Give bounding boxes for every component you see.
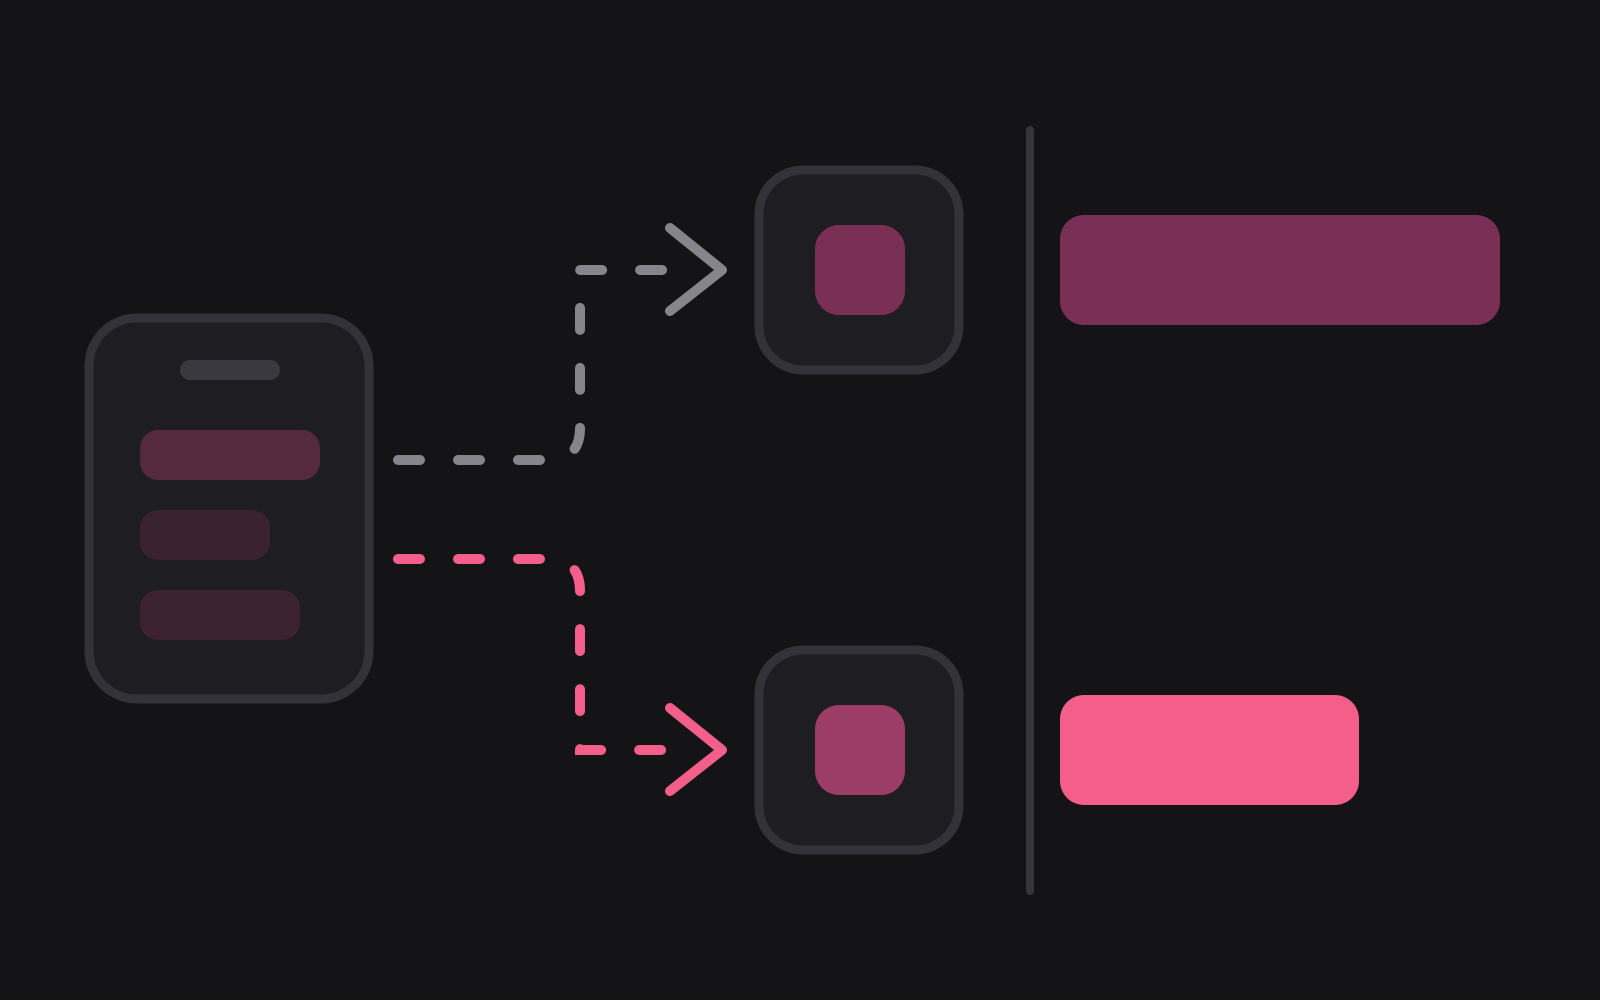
connector-top-line <box>393 265 685 465</box>
phone-row-1 <box>140 430 320 480</box>
phone-handle <box>180 360 280 380</box>
chevron-right-icon <box>665 703 727 796</box>
phone-row-2 <box>140 510 270 560</box>
phone-icon <box>84 313 374 704</box>
target-box-bottom <box>754 645 964 855</box>
connector-bottom-line <box>393 554 685 755</box>
square-chip-icon <box>815 705 905 795</box>
result-bar-top <box>1060 215 1500 325</box>
phone-row-3 <box>140 590 300 640</box>
square-chip-icon <box>815 225 905 315</box>
result-bar-bottom <box>1060 695 1359 805</box>
chevron-right-icon <box>665 223 727 316</box>
target-box-top <box>754 165 964 375</box>
